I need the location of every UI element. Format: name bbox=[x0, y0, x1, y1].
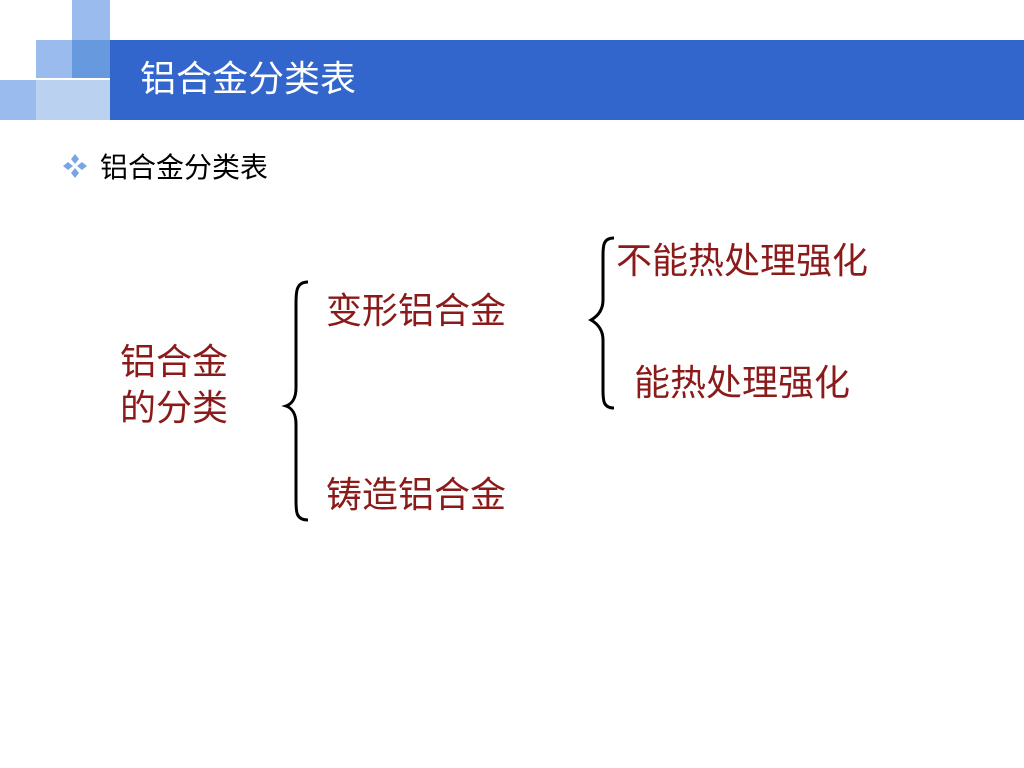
bullet-text: 铝合金分类表 bbox=[100, 151, 269, 184]
decor-square-mid bbox=[72, 40, 110, 78]
decor-square-lower-left bbox=[0, 80, 36, 120]
bullet-item: 铝合金分类表 bbox=[62, 144, 268, 188]
main-brace bbox=[281, 280, 309, 522]
decor-square-top bbox=[72, 0, 110, 40]
heat-treatable-label: 能热处理强化 bbox=[634, 363, 851, 404]
root-label: 铝合金 的分类 bbox=[120, 340, 228, 432]
title-bar bbox=[110, 40, 1024, 120]
root-label-line2: 的分类 bbox=[120, 388, 229, 429]
sub-brace bbox=[587, 236, 615, 410]
wrought-alloy-label: 变形铝合金 bbox=[326, 291, 507, 332]
root-label-line1: 铝合金 bbox=[120, 342, 229, 383]
slide-title: 铝合金分类表 bbox=[140, 59, 357, 100]
decor-square-upper-left bbox=[36, 40, 72, 78]
four-diamond-bullet-icon bbox=[62, 153, 88, 179]
decor-square-lower-right bbox=[36, 80, 110, 120]
cast-alloy-label: 铸造铝合金 bbox=[326, 475, 507, 516]
non-heat-treatable-label: 不能热处理强化 bbox=[616, 241, 869, 282]
